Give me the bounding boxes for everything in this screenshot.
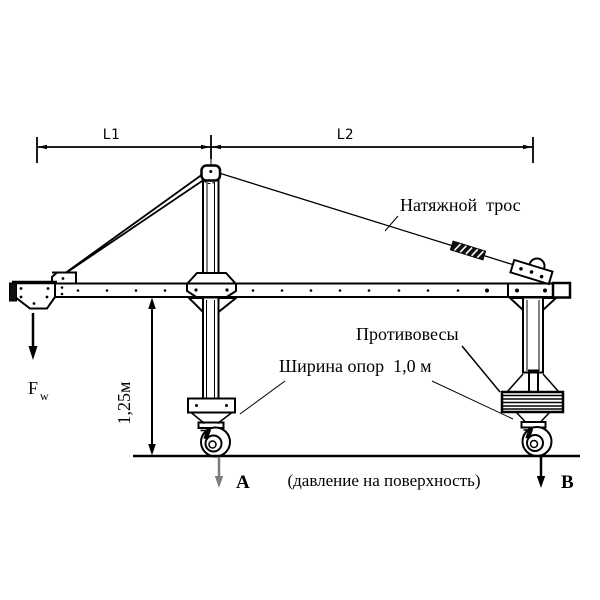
turnbuckle-hatch bbox=[459, 245, 467, 253]
turnbuckle bbox=[449, 240, 487, 261]
turnbuckle-hatch bbox=[476, 250, 485, 259]
tension-cable-label: Натяжной трос bbox=[400, 195, 521, 215]
top-dimension-line: L1 L2 bbox=[36, 127, 534, 165]
turnbuckle-hatch bbox=[471, 248, 479, 257]
tie-rod-upper-line bbox=[65, 171, 206, 274]
mast bbox=[186, 164, 237, 299]
cable-annotation: Натяжной трос bbox=[384, 195, 521, 232]
force-arrowhead bbox=[28, 346, 38, 360]
mast-cap bbox=[200, 164, 222, 182]
support-width-annotation: Ширина опор 1,0 м bbox=[239, 356, 514, 420]
turnbuckle-hatch bbox=[453, 243, 462, 252]
dim-arrowhead bbox=[523, 144, 532, 150]
bracket-rivets bbox=[19, 287, 50, 305]
caster-fork bbox=[525, 427, 534, 440]
turnbuckle-body bbox=[449, 240, 487, 261]
tension-cable-leader bbox=[384, 215, 399, 232]
anchor-bolt bbox=[539, 274, 544, 279]
dim-arrowhead bbox=[38, 144, 47, 150]
mast-column bbox=[202, 178, 220, 274]
anchor-bolt bbox=[529, 270, 534, 274]
turnbuckle-hatch bbox=[465, 247, 473, 255]
mast-cap-dashed-arc bbox=[203, 179, 218, 184]
reaction-label-b: B bbox=[561, 472, 574, 493]
wheel-hub bbox=[208, 440, 217, 449]
mast-gusset-plate bbox=[186, 272, 237, 299]
rear-gusset-right bbox=[542, 297, 559, 313]
rear-leg bbox=[500, 296, 565, 457]
main-beam bbox=[51, 271, 572, 299]
counterweights-leader bbox=[461, 345, 501, 393]
reaction-point-b: B bbox=[536, 457, 574, 493]
support-width-leader-left bbox=[239, 380, 286, 415]
counterweight-stack bbox=[500, 390, 565, 414]
plate-bolt bbox=[225, 404, 228, 407]
suspension-bracket-plate bbox=[14, 281, 56, 310]
front-gusset-left bbox=[186, 297, 204, 315]
reaction-arrow-a-head bbox=[214, 476, 224, 488]
rear-funnel-left bbox=[515, 411, 527, 423]
cable-anchor-plate bbox=[509, 258, 554, 286]
beam-rivets bbox=[60, 286, 547, 296]
left-suspension-bracket bbox=[9, 280, 57, 310]
surface-pressure-label: (давление на поверхность) bbox=[287, 471, 480, 490]
wheel-rim bbox=[204, 434, 223, 453]
front-caster-wheel bbox=[200, 426, 231, 458]
front-leg-column bbox=[202, 296, 220, 400]
plate-bolt bbox=[195, 404, 198, 407]
counterweights-label: Противовесы bbox=[356, 324, 459, 344]
wheel-rim bbox=[526, 434, 544, 452]
wind-force-arrow: F w bbox=[28, 313, 49, 403]
gusset-bolt bbox=[225, 288, 229, 292]
tie-rod bbox=[59, 171, 206, 278]
rear-leg-column bbox=[522, 296, 544, 374]
gusset-bolt bbox=[194, 288, 198, 292]
height-dimension: 1,25м bbox=[114, 297, 156, 456]
dimension-l1-label: L1 bbox=[103, 127, 120, 143]
reaction-point-a: A bbox=[214, 457, 250, 493]
wheel-hub bbox=[529, 439, 539, 449]
reaction-label-a: A bbox=[236, 472, 250, 493]
counterweight-rod bbox=[528, 369, 539, 394]
tie-rod-lower-line bbox=[59, 178, 206, 278]
counterweight-annotation: Противовесы bbox=[356, 324, 501, 393]
support-width-leader-right bbox=[431, 380, 514, 420]
rear-gusset-left bbox=[507, 297, 524, 313]
tension-cable bbox=[218, 172, 554, 286]
rear-gusset-lower-left bbox=[506, 373, 524, 393]
height-dimension-label: 1,25м bbox=[114, 382, 134, 425]
dimension-l2-label: L2 bbox=[337, 127, 354, 143]
reaction-arrow-b-head bbox=[536, 476, 546, 488]
height-dim-arrow-bottom bbox=[148, 444, 156, 456]
anchor-bolt bbox=[519, 266, 523, 271]
caster-fork bbox=[203, 428, 212, 440]
mast-cap-bolt bbox=[209, 170, 213, 173]
bracket-end-plate bbox=[9, 282, 17, 302]
rear-caster-wheel bbox=[521, 426, 553, 457]
front-leg bbox=[186, 296, 239, 458]
support-width-label: Ширина опор 1,0 м bbox=[279, 356, 432, 376]
front-gusset-right bbox=[217, 297, 239, 315]
beam-end-cap bbox=[551, 281, 572, 299]
height-dim-arrow-top bbox=[148, 297, 156, 309]
dim-arrowhead bbox=[201, 144, 210, 150]
rear-gusset-lower-right bbox=[542, 373, 560, 393]
front-leg-bracket-plate bbox=[187, 397, 236, 414]
dim-arrowhead bbox=[212, 144, 221, 150]
force-subscript: w bbox=[40, 389, 49, 403]
bracket-bolt bbox=[61, 277, 65, 280]
rear-funnel-right bbox=[539, 411, 551, 423]
force-symbol: F bbox=[28, 378, 38, 398]
